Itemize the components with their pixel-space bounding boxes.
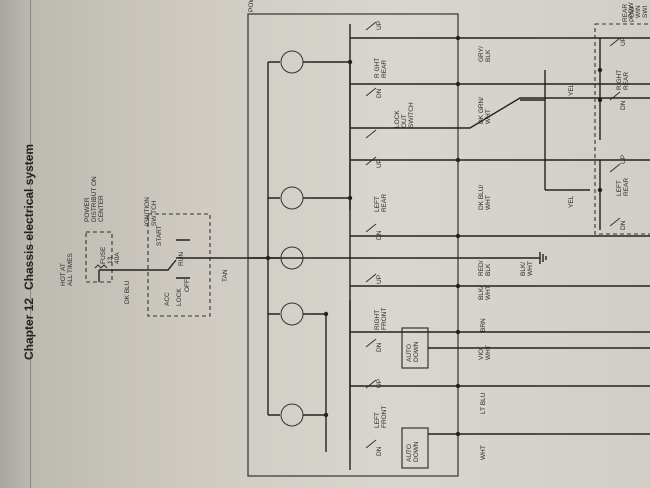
ground-wire-label: BLK/WHT (520, 261, 534, 276)
wire-label-wht: WHT (480, 445, 487, 460)
rear-up-label-2: UP (620, 154, 627, 164)
wire-label-vio-wht: VIO/WHT (478, 345, 492, 360)
wire-label-gry-blk: GRY/BLK (478, 46, 492, 62)
module-corner-label: POW (248, 0, 255, 12)
rear-dn-label-2: DN (620, 220, 627, 230)
bus-taps (268, 61, 280, 416)
auto-down-box-left-front (401, 427, 429, 469)
ignition-run-label: RUN (178, 251, 185, 266)
dn-label-1: DN (376, 88, 383, 98)
power-distribution-box (85, 231, 113, 283)
window-switch-module (247, 13, 459, 477)
ignition-lock-label: LOCK (176, 288, 183, 306)
output-wires (248, 37, 650, 435)
wire-label-dk-grn-wht: DK GRN/WHT (478, 96, 492, 124)
page-margin (0, 0, 31, 488)
wire-label-lt-blu: LT BLU (480, 392, 487, 414)
rear-dn-label-1: DN (620, 100, 627, 110)
ignition-terminals (176, 239, 190, 279)
up-label-2: UP (376, 158, 383, 168)
dn-label-4: DN (376, 446, 383, 456)
ignition-contact (150, 259, 177, 271)
yel-links (520, 70, 590, 191)
dn-label-2: DN (376, 230, 383, 240)
wire-label-dk-blu-wht: DK BLU/WHT (478, 184, 492, 210)
rear-window-switch-box (594, 23, 650, 235)
breaker-outputs (303, 61, 350, 416)
feed-wire-label: DK BLU (124, 280, 131, 304)
circuit-breakers (280, 50, 304, 427)
yel-label-top: YEL (568, 83, 575, 96)
ignition-acc-label: ACC (164, 292, 171, 306)
wire-label-red-blk: RED/BLK (478, 260, 492, 276)
dn-label-3: DN (376, 342, 383, 352)
tan-wire-label: TAN (222, 269, 229, 282)
fuse-symbol (94, 264, 108, 269)
ignition-off-label: OFF (184, 279, 191, 292)
up-label-1: UP (376, 20, 383, 30)
up-label-3: UP (376, 274, 383, 284)
yel-label-bottom: YEL (568, 195, 575, 208)
ground-symbol (539, 252, 547, 264)
ignition-start-label: START (156, 225, 163, 246)
ignition-switch-box (147, 213, 211, 317)
rear-switch-contacts (609, 37, 621, 227)
junction-dots (265, 35, 603, 437)
rear-up-label-1: UP (620, 36, 627, 46)
wire-label-brn: BRN (480, 318, 487, 332)
wire-label-blk-wht: BLK/WHT (478, 285, 492, 300)
switch-contacts (365, 21, 377, 449)
up-label-4: UP (376, 378, 383, 388)
switch-feeds (325, 62, 351, 452)
